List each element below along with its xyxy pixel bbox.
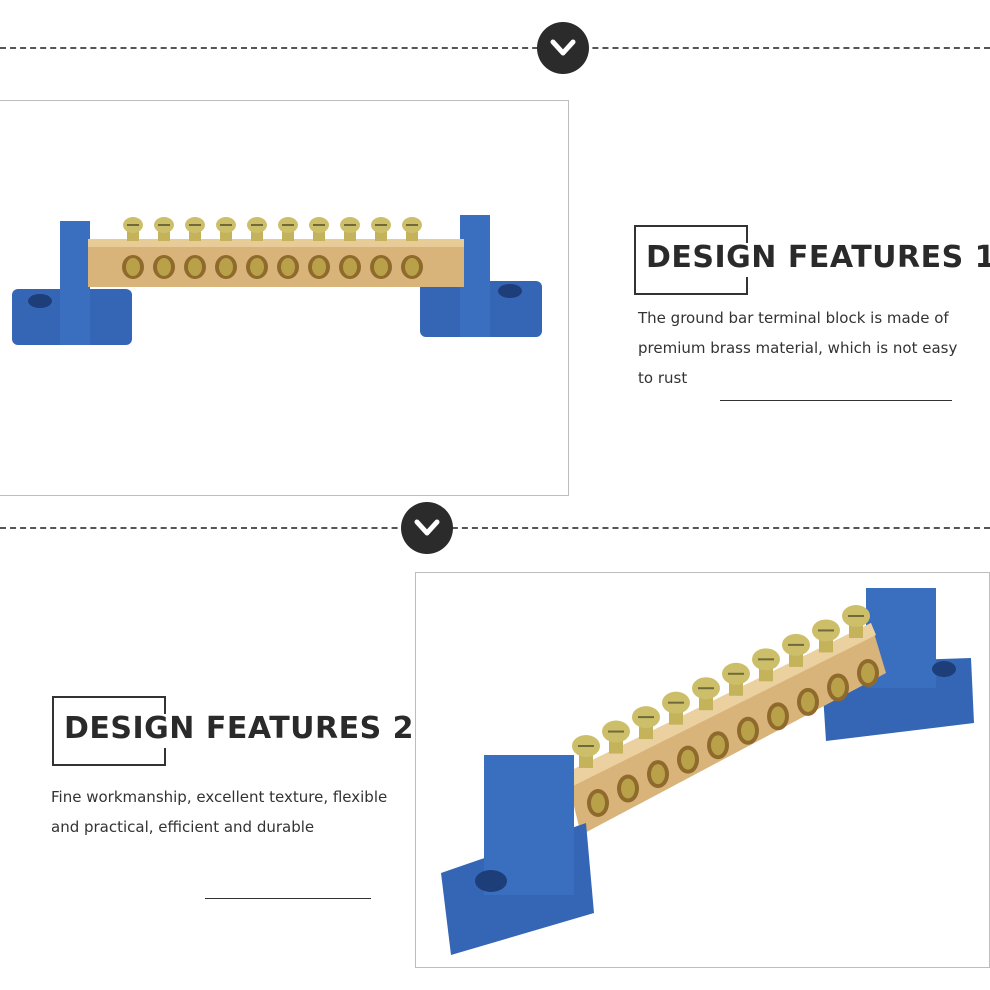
chevron-down-icon xyxy=(414,519,440,536)
feature-1-description: The ground bar terminal block is made of… xyxy=(638,309,958,387)
section-divider-top xyxy=(0,47,990,49)
product-photo-angled xyxy=(415,572,990,968)
title-frame-decoration xyxy=(634,225,748,295)
feature-2-description: Fine workmanship, excellent texture, fle… xyxy=(51,788,388,836)
feature-2-underline xyxy=(205,898,371,899)
title-frame-decoration xyxy=(52,696,166,766)
feature-2-title: DESIGN FEATURES 2 xyxy=(64,711,415,746)
scroll-down-badge-2[interactable] xyxy=(401,502,453,554)
section-divider-middle xyxy=(0,527,990,529)
feature-1-title: DESIGN FEATURES 1 xyxy=(646,240,990,275)
scroll-down-badge-1[interactable] xyxy=(537,22,589,74)
feature-1-underline xyxy=(720,400,952,401)
chevron-down-icon xyxy=(550,39,576,56)
product-photo-front xyxy=(0,100,569,496)
